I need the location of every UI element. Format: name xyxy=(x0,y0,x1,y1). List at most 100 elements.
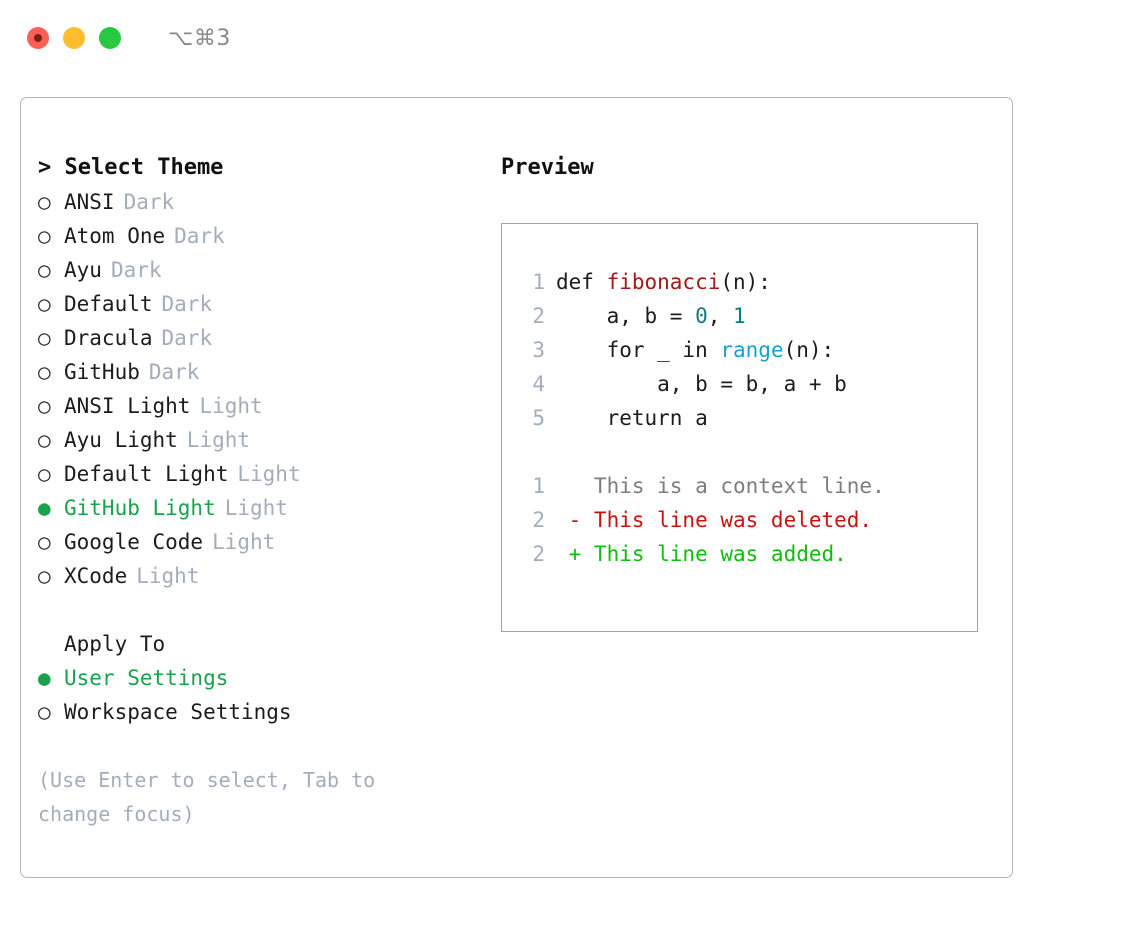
theme-list-item[interactable]: ○ Default Light Light xyxy=(38,457,501,491)
keyboard-hint-line-2: change focus) xyxy=(38,802,195,826)
code-line-number: 4 xyxy=(532,372,545,396)
traffic-lights xyxy=(27,27,121,49)
theme-name-label: Ayu xyxy=(64,258,102,282)
theme-name-label: Ayu Light xyxy=(64,428,178,452)
theme-list-item[interactable]: ○ Google Code Light xyxy=(38,525,501,559)
theme-kind-badge: Light xyxy=(212,530,276,554)
radio-unselected-icon[interactable]: ○ xyxy=(38,292,51,316)
radio-unselected-icon[interactable]: ○ xyxy=(38,428,51,452)
theme-list-item[interactable]: ○ GitHub Dark xyxy=(38,355,501,389)
diff-sample: 1 This is a context line.2 - This line w… xyxy=(502,469,977,571)
keyboard-shortcut-label: ⌥⌘3 xyxy=(168,25,231,51)
diff-line-number: 1 xyxy=(532,474,545,498)
code-line-number: 1 xyxy=(532,270,545,294)
theme-name-label: Atom One xyxy=(64,224,166,248)
theme-name-label: Dracula xyxy=(64,326,153,350)
theme-kind-badge: Light xyxy=(224,496,288,520)
diff-line-text: + This line was added. xyxy=(556,542,847,566)
code-line: 3 for _ in range(n): xyxy=(502,333,977,367)
diff-line: 2 - This line was deleted. xyxy=(502,503,977,537)
theme-kind-badge: Dark xyxy=(110,258,162,282)
select-theme-heading: > Select Theme xyxy=(38,155,224,180)
theme-list-item[interactable]: ○ Default Dark xyxy=(38,287,501,321)
theme-kind-badge: Dark xyxy=(161,326,213,350)
code-token: fibonacci xyxy=(606,270,721,294)
code-line-content: a, b = 0, 1 xyxy=(556,299,746,333)
code-line-content: for _ in range(n): xyxy=(556,333,835,367)
radio-selected-icon[interactable]: ● xyxy=(38,666,51,690)
maximize-window-button[interactable] xyxy=(99,27,121,49)
code-token: 1 xyxy=(733,304,746,328)
title-bar: ⌥⌘3 xyxy=(0,0,1140,76)
radio-unselected-icon[interactable]: ○ xyxy=(38,462,51,486)
code-token: range xyxy=(720,338,784,362)
code-line-content: return a xyxy=(556,401,708,435)
theme-kind-badge: Dark xyxy=(148,360,200,384)
close-icon xyxy=(34,34,42,42)
radio-unselected-icon[interactable]: ○ xyxy=(38,360,51,384)
minimize-window-button[interactable] xyxy=(63,27,85,49)
radio-unselected-icon[interactable]: ○ xyxy=(38,224,51,248)
apply-to-item[interactable]: ● User Settings xyxy=(38,661,501,695)
theme-kind-badge: Light xyxy=(186,428,251,452)
radio-unselected-icon[interactable]: ○ xyxy=(38,326,51,350)
theme-name-label: Default xyxy=(64,292,153,316)
radio-unselected-icon[interactable]: ○ xyxy=(38,700,51,724)
code-token: a, b = b, a + b xyxy=(556,372,847,396)
radio-selected-icon[interactable]: ● xyxy=(38,496,51,520)
radio-unselected-icon[interactable]: ○ xyxy=(38,530,51,554)
code-line-content: def fibonacci(n): xyxy=(556,265,771,299)
preview-heading: Preview xyxy=(501,155,594,180)
code-token: , xyxy=(707,304,734,328)
theme-list-item[interactable]: ○ Ayu Light Light xyxy=(38,423,501,457)
theme-kind-badge: Light xyxy=(199,394,263,418)
theme-name-label: GitHub Light xyxy=(64,496,216,520)
diff-line-text: This is a context line. xyxy=(556,474,885,498)
radio-unselected-icon[interactable]: ○ xyxy=(38,394,51,418)
apply-to-item[interactable]: ○ Workspace Settings xyxy=(38,695,501,729)
diff-line-text: - This line was deleted. xyxy=(556,508,873,532)
code-line: 5 return a xyxy=(502,401,977,435)
theme-name-label: GitHub xyxy=(64,360,140,384)
radio-unselected-icon[interactable]: ○ xyxy=(38,190,51,214)
code-line-content: a, b = b, a + b xyxy=(556,367,847,401)
diff-line: 1 This is a context line. xyxy=(502,469,977,503)
radio-unselected-icon[interactable]: ○ xyxy=(38,258,51,282)
keyboard-hint: (Use Enter to select, Tab to change focu… xyxy=(38,763,438,831)
code-token: (n): xyxy=(720,270,771,294)
apply-to-list: ● User Settings ○ Workspace Settings xyxy=(38,661,501,729)
theme-kind-badge: Light xyxy=(237,462,301,486)
theme-kind-badge: Dark xyxy=(161,292,213,316)
code-token: 0 xyxy=(695,304,708,328)
code-line-number: 5 xyxy=(532,406,545,430)
code-line: 2 a, b = 0, 1 xyxy=(502,299,977,333)
theme-kind-badge: Dark xyxy=(123,190,175,214)
apply-to-label: Workspace Settings xyxy=(64,700,292,724)
diff-line-number: 2 xyxy=(532,542,545,566)
theme-list-item[interactable]: ○ Ayu Dark xyxy=(38,253,501,287)
theme-name-label: Google Code xyxy=(64,530,204,554)
theme-name-label: Default Light xyxy=(64,462,229,486)
diff-line-number: 2 xyxy=(532,508,545,532)
theme-list-item[interactable]: ● GitHub Light Light xyxy=(38,491,501,525)
code-token: return a xyxy=(556,406,708,430)
code-token: (n): xyxy=(783,338,835,362)
theme-list-item[interactable]: ○ Dracula Dark xyxy=(38,321,501,355)
apply-to-heading: Apply To xyxy=(64,632,166,656)
code-token: for _ in xyxy=(556,338,721,362)
radio-unselected-icon[interactable]: ○ xyxy=(38,564,51,588)
apply-to-label: User Settings xyxy=(64,666,229,690)
close-window-button[interactable] xyxy=(27,27,49,49)
code-token: a, b = xyxy=(556,304,696,328)
